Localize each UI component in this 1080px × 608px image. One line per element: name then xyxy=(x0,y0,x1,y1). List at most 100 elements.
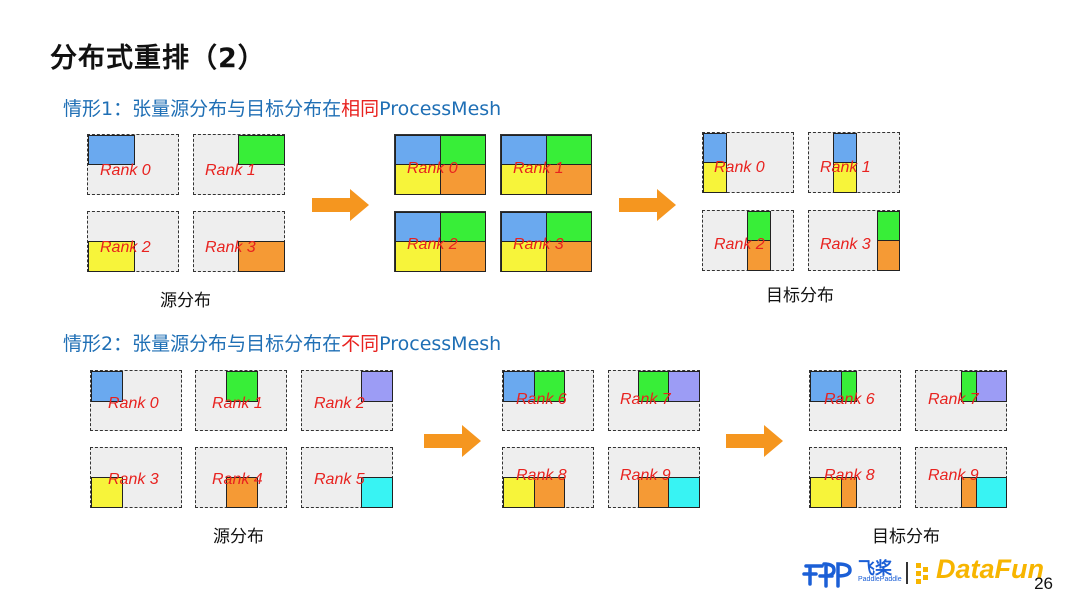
tensor-block-blue xyxy=(88,135,135,165)
tensor-block-orange xyxy=(534,477,565,508)
logo-divider xyxy=(906,562,908,584)
paddlepaddle-logo: 飞桨 PaddlePaddle xyxy=(800,554,902,594)
tensor-block-purple xyxy=(976,371,1007,402)
tensor-block-blue xyxy=(703,133,727,163)
scenario-2-heading: 情形2：张量源分布与目标分布在不同ProcessMesh xyxy=(63,329,501,356)
tensor-block-orange xyxy=(226,477,258,508)
rank-label: Rank 0 xyxy=(714,159,765,176)
tensor-block-purple xyxy=(668,371,700,402)
rank-label: Rank 1 xyxy=(513,160,564,177)
tensor-block-orange xyxy=(238,241,285,272)
target-caption: 目标分布 xyxy=(766,286,834,306)
tensor-block-yellow xyxy=(703,162,727,193)
rank-box xyxy=(809,447,901,508)
tensor-block-green xyxy=(546,212,592,242)
tensor-block-green xyxy=(534,371,565,402)
rank-box xyxy=(702,132,794,193)
rank-box xyxy=(87,211,179,272)
rank-label: Rank 2 xyxy=(714,236,765,253)
scenario-2-highlight: 不同 xyxy=(341,333,380,355)
source-caption: 源分布 xyxy=(213,527,264,547)
tensor-block-green xyxy=(238,135,285,165)
rank-box xyxy=(502,370,594,431)
rank-box xyxy=(608,370,700,431)
rank-box xyxy=(394,134,486,195)
tensor-block-purple xyxy=(361,371,393,402)
tensor-block-yellow xyxy=(501,241,547,272)
rank-label: Rank 7 xyxy=(620,391,671,408)
rank-label: Rank 1 xyxy=(820,159,871,176)
tensor-block-green xyxy=(226,371,258,402)
tensor-block-yellow xyxy=(833,162,857,193)
scenario-2-pre: 情形2：张量源分布与目标分布在 xyxy=(63,333,342,355)
paddle-en-text: PaddlePaddle xyxy=(858,576,902,583)
rank-box xyxy=(915,447,1007,508)
scenario-1-post: ProcessMesh xyxy=(379,98,502,120)
rank-label: Rank 8 xyxy=(516,467,567,484)
rank-label: Rank 3 xyxy=(513,236,564,253)
tensor-block-green xyxy=(841,371,857,402)
rank-box xyxy=(87,134,179,195)
scenario-2-post: ProcessMesh xyxy=(379,333,502,355)
rank-label: Rank 1 xyxy=(205,162,256,179)
tensor-block-orange xyxy=(877,240,900,271)
arrow-right-icon xyxy=(424,425,481,457)
rank-label: Rank 3 xyxy=(205,239,256,256)
arrow-right-icon xyxy=(726,425,783,457)
rank-box xyxy=(90,447,182,508)
tensor-block-green xyxy=(877,211,900,241)
rank-box xyxy=(301,447,393,508)
paddle-cn-text: 飞桨 xyxy=(858,559,892,579)
rank-box xyxy=(808,210,900,271)
tensor-block-orange xyxy=(440,241,486,272)
rank-box xyxy=(500,134,592,195)
rank-box xyxy=(193,211,285,272)
rank-box xyxy=(502,447,594,508)
rank-box xyxy=(608,447,700,508)
tensor-block-cyan xyxy=(361,477,393,508)
rank-box xyxy=(195,370,287,431)
rank-label: Rank 9 xyxy=(928,467,979,484)
tensor-block-orange xyxy=(546,164,592,195)
scenario-1-highlight: 相同 xyxy=(341,98,380,120)
tensor-block-orange xyxy=(747,240,771,271)
tensor-block-yellow xyxy=(88,241,135,272)
rank-box xyxy=(394,211,486,272)
rank-box xyxy=(90,370,182,431)
rank-label: Rank 7 xyxy=(928,391,979,408)
tensor-block-green xyxy=(638,371,669,402)
rank-label: Rank 6 xyxy=(824,391,875,408)
rank-box xyxy=(193,134,285,195)
tensor-block-green xyxy=(747,211,771,241)
scenario-1-heading: 情形1：张量源分布与目标分布在相同ProcessMesh xyxy=(63,94,501,121)
tensor-block-orange xyxy=(841,477,857,508)
tensor-block-blue xyxy=(91,371,123,402)
datafun-text: DataFun xyxy=(936,554,1044,584)
page-number: 26 xyxy=(1034,574,1053,593)
tensor-block-cyan xyxy=(668,477,700,508)
target-caption: 目标分布 xyxy=(872,527,940,547)
rank-label: Rank 2 xyxy=(314,395,365,412)
source-caption: 源分布 xyxy=(160,291,211,311)
page-title: 分布式重排（2） xyxy=(50,43,266,74)
tensor-block-yellow xyxy=(91,477,123,508)
tensor-block-orange xyxy=(546,241,592,272)
tensor-block-blue xyxy=(810,371,842,402)
rank-label: Rank 0 xyxy=(407,160,458,177)
tensor-block-yellow xyxy=(501,164,547,195)
tensor-block-orange xyxy=(440,164,486,195)
datafun-logo: DataFun xyxy=(910,554,1044,596)
rank-label: Rank 0 xyxy=(108,395,159,412)
rank-label: Rank 3 xyxy=(820,236,871,253)
rank-box xyxy=(301,370,393,431)
rank-box xyxy=(195,447,287,508)
rank-box xyxy=(808,132,900,193)
arrow-right-icon xyxy=(312,189,369,221)
tensor-block-yellow xyxy=(395,164,441,195)
datafun-mark-icon xyxy=(916,563,928,584)
rank-box xyxy=(809,370,901,431)
paddle-mark-icon xyxy=(802,562,852,588)
rank-label: Rank 6 xyxy=(516,391,567,408)
rank-box xyxy=(702,210,794,271)
rank-label: Rank 5 xyxy=(314,471,365,488)
